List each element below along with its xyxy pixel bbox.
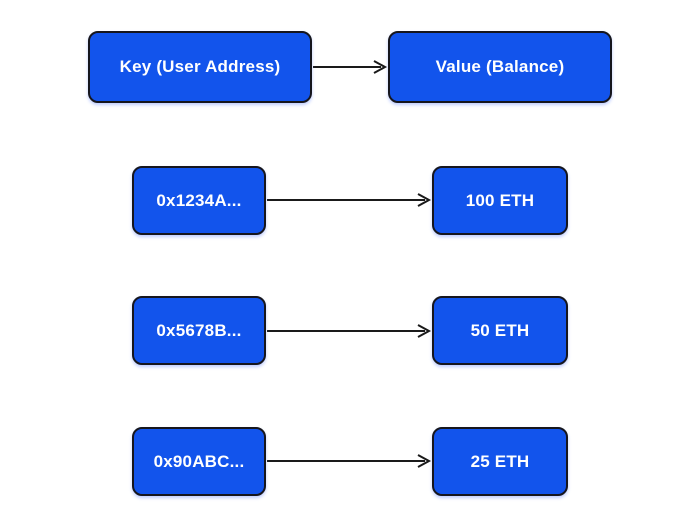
- balance-label: 25 ETH: [470, 451, 530, 471]
- balance-label: 50 ETH: [470, 320, 530, 340]
- node-address-2: 0x5678B...: [132, 296, 266, 365]
- header-key-label: Key (User Address): [119, 57, 281, 76]
- node-balance-3: 25 ETH: [432, 427, 568, 496]
- arrow-row-1: [267, 193, 432, 207]
- balance-label: 100 ETH: [465, 190, 535, 210]
- arrow-header: [313, 60, 388, 74]
- address-label: 0x90ABC...: [153, 451, 245, 471]
- node-address-3: 0x90ABC...: [132, 427, 266, 496]
- node-balance-2: 50 ETH: [432, 296, 568, 365]
- arrow-row-2: [267, 324, 432, 338]
- address-label: 0x1234A...: [156, 190, 242, 210]
- arrow-row-3: [267, 454, 432, 468]
- node-address-1: 0x1234A...: [132, 166, 266, 235]
- header-value-label: Value (Balance): [435, 57, 565, 76]
- node-balance-1: 100 ETH: [432, 166, 568, 235]
- node-header-key: Key (User Address): [88, 31, 312, 103]
- address-label: 0x5678B...: [156, 320, 242, 340]
- node-header-value: Value (Balance): [388, 31, 612, 103]
